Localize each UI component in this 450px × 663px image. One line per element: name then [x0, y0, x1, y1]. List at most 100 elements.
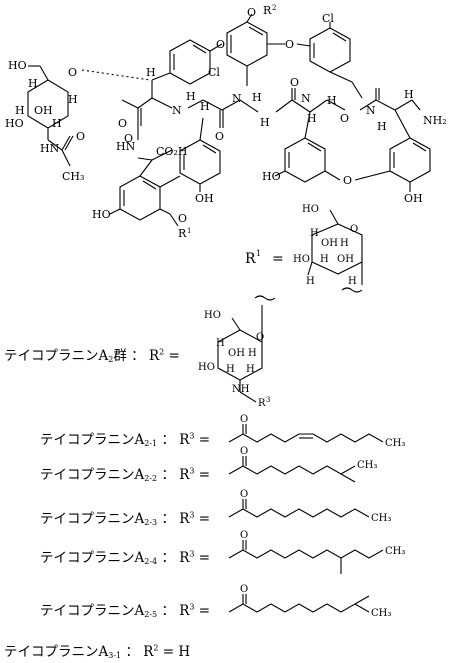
atom-r1-label: R	[178, 227, 187, 240]
atom-r1-sup: 1	[187, 227, 191, 235]
variant-2-name: テイコプラニンA	[40, 467, 145, 483]
atom-o-top-right: O	[285, 38, 294, 51]
atom-h2: H	[68, 93, 78, 106]
r1-atom-h1: H	[310, 228, 319, 239]
atom-nh-sugar: HN	[40, 142, 60, 155]
variant-4-name: テイコプラニンA	[40, 550, 145, 566]
variant-2-sub: 2-2	[144, 474, 158, 483]
atom-cl-top: Cl	[322, 12, 334, 25]
variant-5-eq: =	[198, 603, 211, 619]
variant-5-ch3: CH₃	[371, 608, 391, 619]
a3-colon: ：	[125, 644, 139, 660]
variant-3-colon: ：	[161, 511, 175, 527]
atom-oh-sugar: OH	[34, 104, 53, 117]
atom-o-b: O	[215, 130, 224, 143]
atom-h-b: H	[200, 100, 210, 113]
variant-3-eq: =	[198, 511, 211, 527]
r1-def-eq: =	[272, 251, 284, 267]
a2-atom-o: O	[256, 332, 264, 343]
r1-atom-h3: H	[320, 254, 329, 265]
a2-suffix: 群	[113, 348, 127, 364]
r1-atom-h5: H	[348, 276, 357, 287]
a2-group-label: テイコプラニンA2群 ： R2 =	[4, 344, 180, 365]
variant-1-o: O	[240, 414, 248, 425]
a2-atom-h1: H	[216, 338, 225, 349]
variant-1-name: テイコプラニンA	[40, 432, 145, 448]
variant-1-colon: ：	[161, 432, 175, 448]
a2-atom-r3: R	[258, 398, 266, 409]
atom-n-a: N	[172, 104, 182, 117]
a2-sub: 2	[108, 355, 114, 364]
atom-o-d: O	[340, 112, 349, 125]
a2-eq: =	[168, 348, 180, 364]
a2-atom-oh: OH	[228, 348, 245, 359]
atom-o-top-left: O	[216, 38, 225, 51]
variant-5-name: テイコプラニンA	[40, 603, 145, 619]
variant-2-colon: ：	[161, 467, 175, 483]
atom-h-e: H	[404, 88, 414, 101]
atom-h-d: H	[327, 94, 337, 107]
atom-ho-left: HO	[92, 208, 111, 221]
variant-2-r-sup: 3	[189, 466, 195, 476]
a3-r-sup: 2	[153, 643, 159, 653]
atom-o-c: O	[290, 76, 299, 89]
variant-5-r-sup: 3	[189, 602, 195, 612]
atom-o-a: O	[124, 132, 133, 145]
a2-atom-h3: H	[226, 364, 235, 375]
atom-n-c: N	[301, 92, 311, 105]
atom-n-b: N	[232, 92, 242, 105]
atom-nh2: NH₂	[423, 114, 447, 127]
a2-r-sup: 2	[159, 347, 165, 357]
variant-4-sub: 2-4	[144, 557, 158, 566]
atom-hn-lower: HN	[116, 140, 136, 153]
a3-name: テイコプラニンA	[4, 644, 109, 660]
r1-atom-ho: HO	[302, 204, 319, 215]
variant-2-eq: =	[198, 467, 211, 483]
atom-o-r2: O	[247, 6, 256, 19]
variant-4-colon: ：	[161, 550, 175, 566]
a2-atom-ho2: HO	[198, 362, 215, 373]
variant-3-sub: 2-3	[144, 518, 158, 527]
atom-cl-mid: Cl	[208, 66, 220, 79]
atom-h-n-d: H	[377, 120, 387, 133]
a2-colon: ：	[131, 348, 145, 364]
atom-o-sugar: O	[68, 66, 77, 79]
atom-ho-sugar: HO	[8, 59, 27, 72]
variant-3-o: O	[240, 489, 248, 500]
atom-h1: H	[28, 77, 38, 90]
variant-5-sub: 2-5	[144, 610, 158, 619]
r1-atom-h4: H	[306, 276, 315, 287]
atom-r2-label: R	[263, 4, 272, 17]
variant-2-r-label: R	[179, 467, 190, 483]
variant-row-1: テイコプラニンA2-1 ： R3 =	[40, 428, 210, 449]
atom-co2h: CO₂H	[156, 145, 187, 158]
variant-5-r-label: R	[179, 603, 190, 619]
variant-row-5: テイコプラニンA2-5 ： R3 =	[40, 599, 211, 620]
atom-n-d: N	[366, 104, 376, 117]
r1-atom-h2: H	[340, 238, 349, 249]
variant-5-colon: ：	[161, 603, 175, 619]
atom-o-lower: O	[118, 117, 127, 130]
variant-1-r-label: R	[179, 432, 190, 448]
variant-1-r-sup: 3	[189, 431, 195, 441]
a3-eq: =	[162, 644, 175, 660]
atom-oh-left: OH	[195, 192, 214, 205]
atom-o-r1: O	[178, 212, 187, 225]
r1-def-label: R	[245, 251, 256, 267]
atom-oh-right: OH	[404, 192, 423, 205]
r1-def-sup: 1	[256, 249, 261, 258]
atom-h3: H	[15, 104, 25, 117]
variant-2-o: O	[240, 446, 248, 457]
r1-atom-ho2: HO	[293, 254, 310, 265]
a2-r-label: R	[148, 348, 160, 364]
variant-row-3: テイコプラニンA2-3 ： R3 =	[40, 507, 211, 528]
variant-row-2: テイコプラニンA2-2 ： R3 =	[40, 463, 211, 484]
r1-atom-oh1: OH	[321, 238, 338, 249]
r1-atom-o: O	[350, 224, 358, 235]
a2-name: テイコプラニンA	[4, 348, 109, 364]
variant-3-ch3: CH₃	[371, 513, 391, 524]
atom-ho-sugar2: HO	[5, 117, 24, 130]
a3-value: H	[178, 644, 191, 660]
a2-atom-nh: NH	[232, 384, 250, 395]
